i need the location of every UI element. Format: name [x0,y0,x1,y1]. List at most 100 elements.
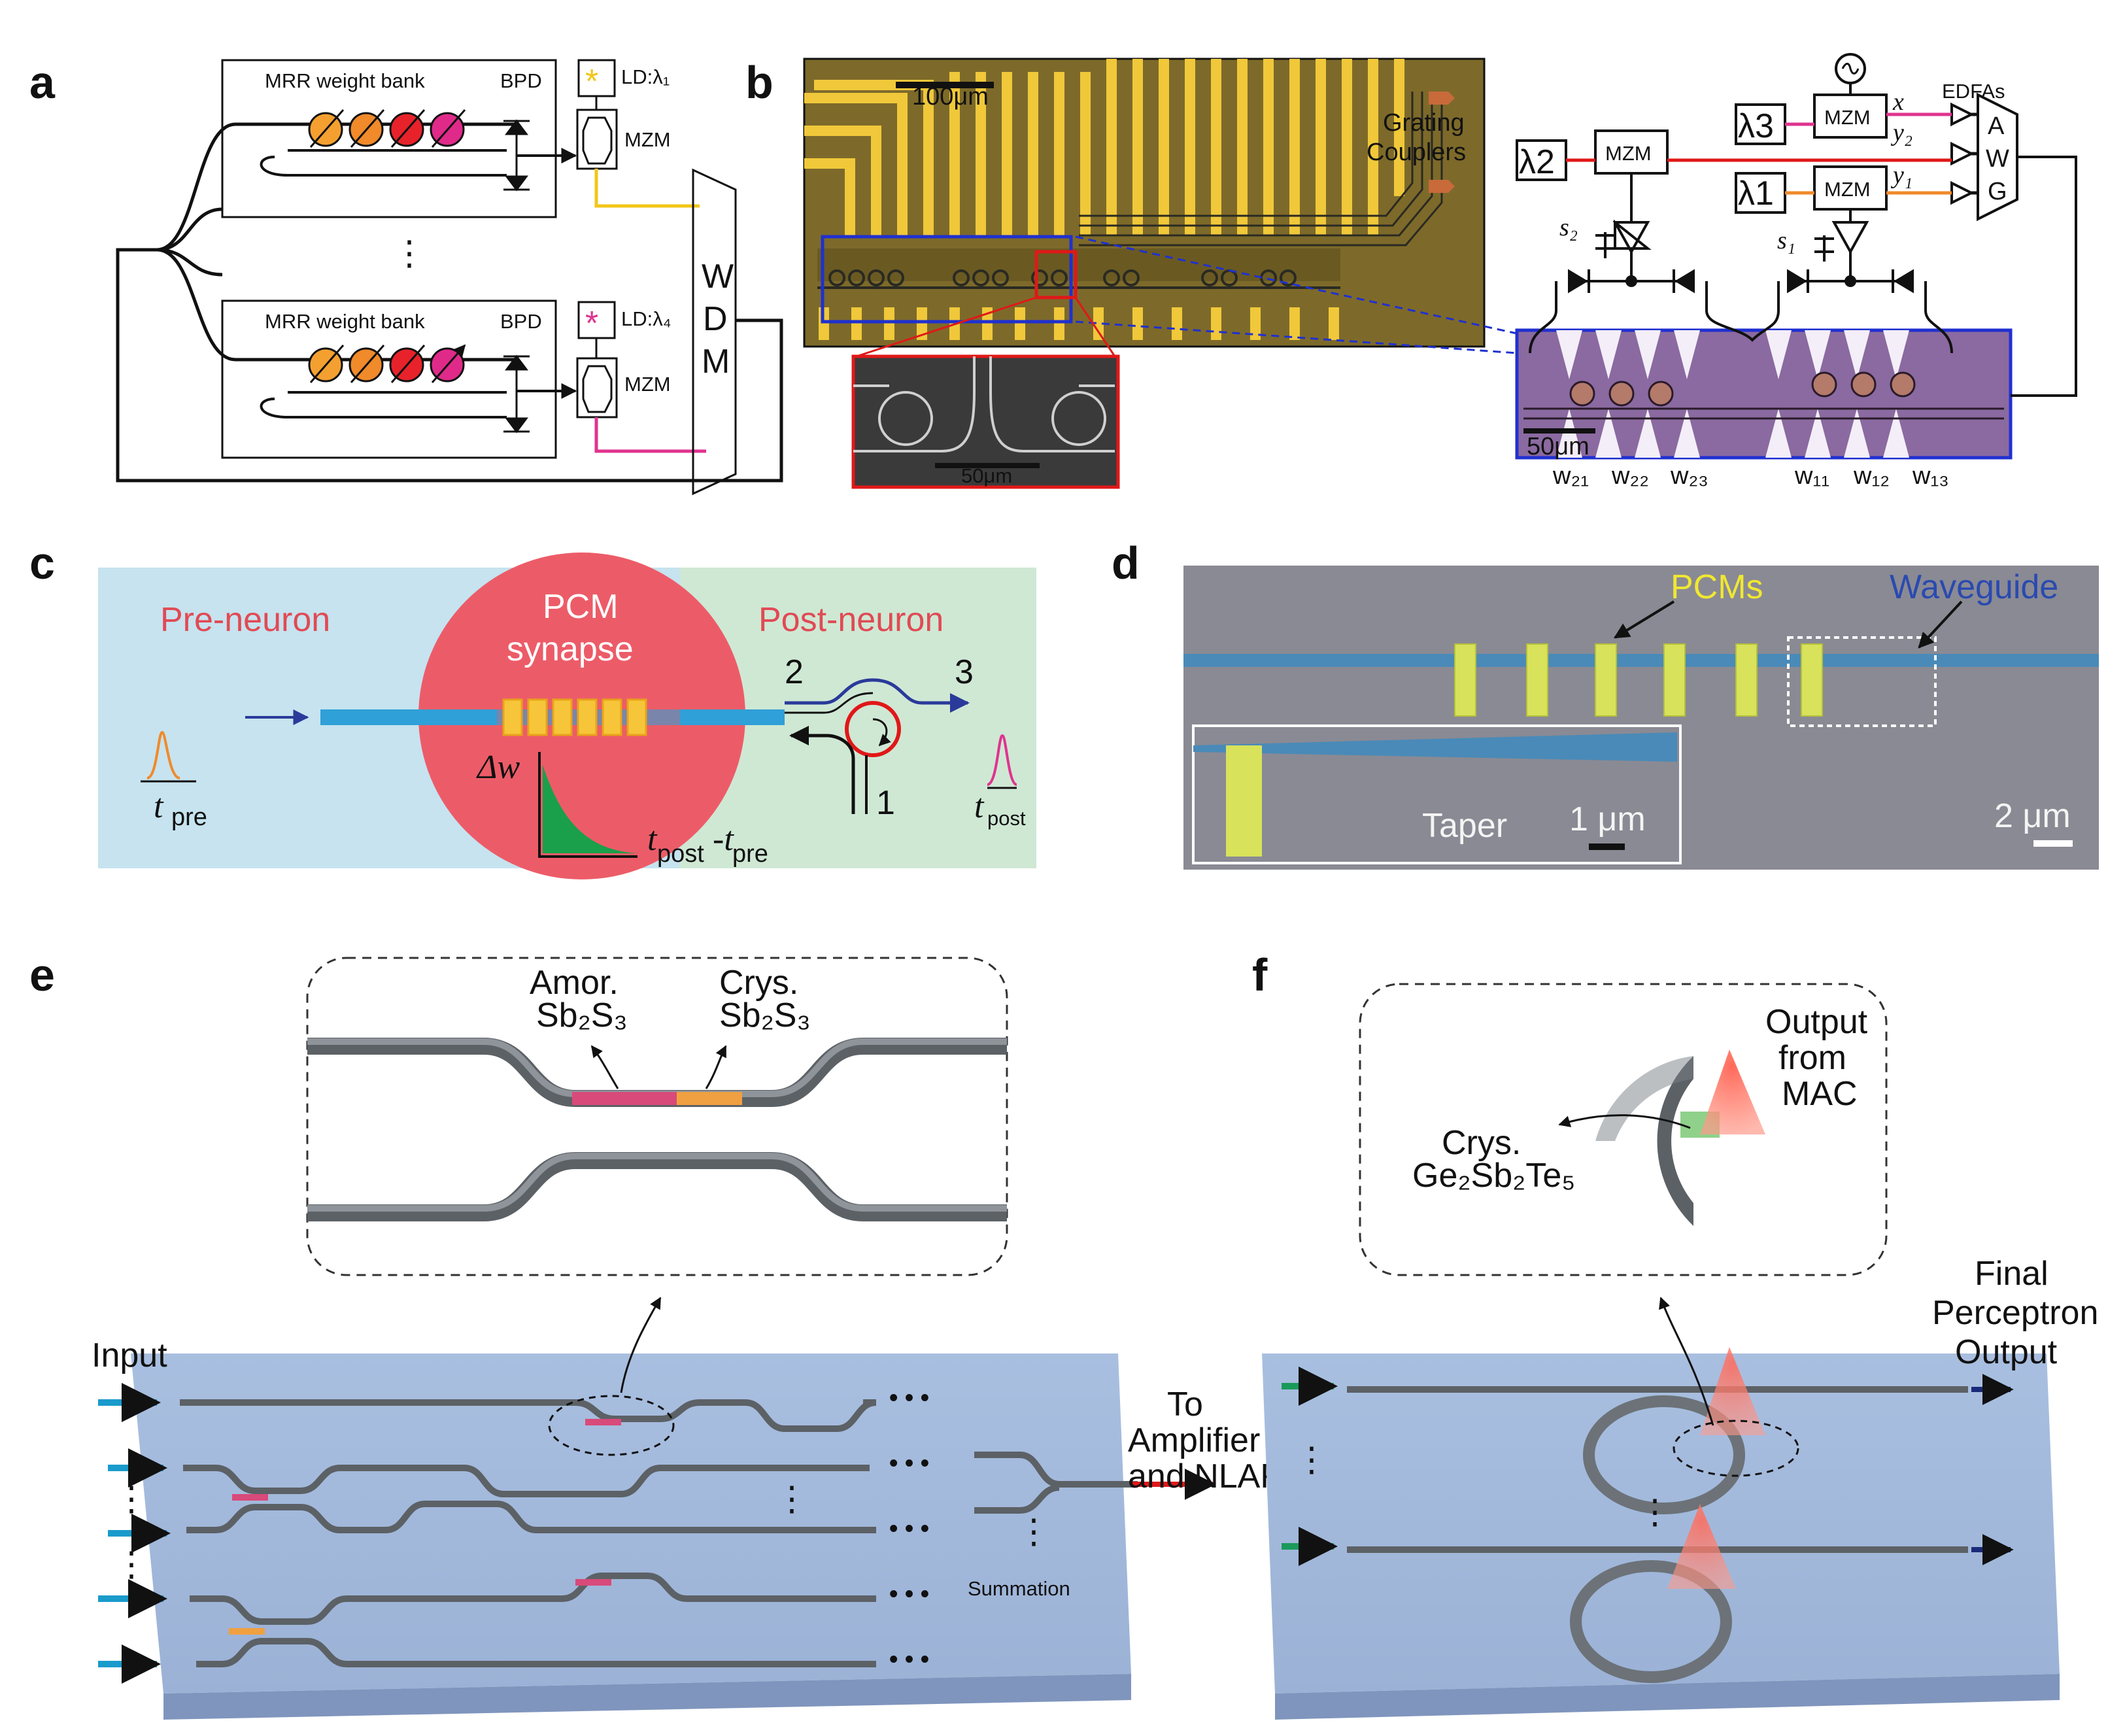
weight-w13: w₁₃ [1912,462,1949,490]
bank-label-bottom: MRR weight bank [265,310,425,333]
panel-f [1262,983,2060,1720]
scale-50um-zoom: 50μm [1527,433,1590,460]
zoom-connector [1075,235,1518,354]
vdots-e-1: ⋮ [114,1480,148,1518]
port-3: 3 [955,653,974,691]
zoom-bubble-f [1359,983,1888,1276]
lambda2-label: λ2 [1519,143,1555,181]
vdots-f-1: ⋮ [1295,1441,1329,1479]
axis-pre: pre [732,840,768,868]
scale-2um: 2 μm [1994,797,2071,835]
lambda1-label: λ1 [1738,175,1774,213]
vdots-e-2: ⋮ [114,1546,148,1584]
taper-label: Taper [1422,807,1507,845]
awg-letter-g: G [1988,178,2007,205]
weight-w21: w₂₁ [1552,462,1589,490]
ld4-star: * [585,305,598,343]
final-label-1: Final [1975,1255,2048,1293]
to-label-1: To [1167,1386,1203,1423]
weight-w12: w₁₂ [1853,462,1890,490]
crys-gst-label-2: Ge₂Sb₂Te₅ [1412,1157,1575,1195]
panel-label-e: e [29,949,55,1000]
photodiodes-b [1568,269,1914,294]
chip-micrograph [803,58,1486,348]
signal-y2: y₂ [1890,119,1912,146]
crys-gst-label-1: Crys. [1442,1124,1521,1162]
port-1: 1 [876,784,895,822]
mzm-b3: MZM [1824,106,1871,129]
scale-100um: 100μm [912,83,989,111]
axis-t1: t [647,821,658,858]
summation-label: Summation [968,1577,1070,1600]
waveguide-label: Waveguide [1890,568,2058,606]
vdots-a: ⋮ [392,235,426,273]
output-mac-2: from [1778,1039,1846,1077]
awg-letter-w: W [1986,145,2009,173]
pre-neuron-label: Pre-neuron [160,601,330,639]
ld1-label: LD:λ₁ [621,65,670,88]
weight-w22: w₂₂ [1611,462,1649,490]
panel-label-d: d [1112,537,1140,588]
dashed-zoom-box [1787,636,1937,727]
ellipsis-e-2: • • • [889,1450,929,1477]
crys-label-1: Crys. [719,964,798,1002]
feedback-loop [116,122,783,483]
waveguide-bottom [260,391,507,418]
scale-1um: 1 μm [1569,800,1646,838]
t-pre-sub: pre [171,804,207,831]
amor-label-1: Amor. [530,964,619,1002]
grating-couplers-label-2: Couplers [1367,139,1466,166]
signal-y1: y₁ [1890,162,1912,189]
vdots-f-2: ⋮ [1638,1493,1672,1531]
t-pre-label: t [154,788,164,825]
mrr-bank-top-box [221,59,557,218]
sem-connector [856,296,1116,358]
wdm-letter-w: W [702,258,734,296]
amor-label-2: Sb₂S₃ [536,996,628,1034]
ellipsis-e-4: • • • [889,1580,929,1608]
mrr-rings [308,109,465,383]
ld1-star: * [585,63,598,101]
t-post-sub: post [987,807,1026,830]
panel-d [1183,566,2099,870]
to-label-3: and NLAF [1128,1457,1281,1495]
axis-post: post [657,840,704,868]
final-label-3: Output [1955,1333,2058,1371]
t-post-label: t [974,788,985,825]
panel-e [98,957,1216,1720]
wdm-letter-d: D [703,300,728,338]
mzm-b1: MZM [1824,178,1871,201]
panel-a [116,59,783,496]
post-neuron-label: Post-neuron [758,601,944,639]
sem-inset [851,354,1120,489]
edfas-label: EDFAs [1942,80,2005,103]
signal-s2: s₂ [1559,214,1578,241]
zoom-bubble-e [306,957,1008,1276]
pcm-label-2: synapse [507,630,634,668]
pcm-label-1: PCM [543,588,619,626]
mrr-bank-bottom-box [221,299,557,459]
scale-50um-sem: 50μm [961,464,1012,487]
awg-letter-a: A [1988,112,2005,140]
input-label: Input [92,1336,167,1374]
weight-w23: w₂₃ [1670,462,1708,490]
inset-blue-box [821,235,1073,324]
output-mac-1: Output [1765,1003,1868,1041]
panel-label-c: c [29,537,55,588]
grating-couplers-label-1: Grating [1383,109,1465,137]
pcms-label: PCMs [1671,568,1763,606]
awg-block [1977,92,2018,222]
bpd-bottom [503,354,530,434]
vdots-e-3: ⋮ [775,1480,809,1518]
to-label-2: Amplifier [1128,1421,1260,1459]
inset-red-box [1034,250,1078,299]
lambda3-label: λ3 [1738,107,1774,145]
ellipsis-e-3: • • • [889,1515,929,1542]
mzm-label-bottom: MZM [624,373,671,396]
ellipsis-e-5: • • • [889,1646,929,1673]
ellipsis-e-1: • • • [889,1384,929,1412]
waveguide-top [260,149,507,177]
axis-t2: -t [713,821,734,858]
panel-c [98,553,1036,879]
